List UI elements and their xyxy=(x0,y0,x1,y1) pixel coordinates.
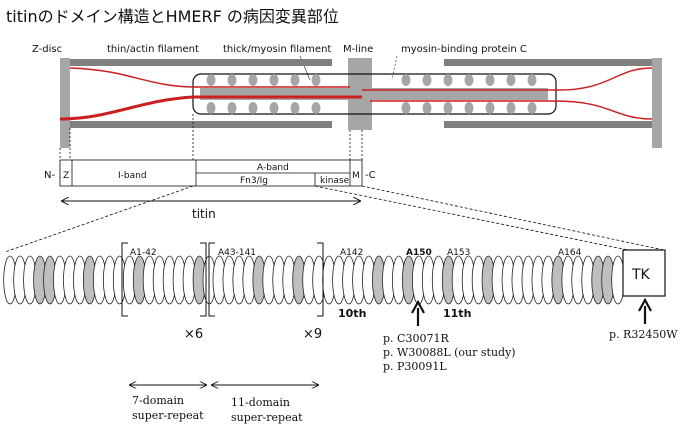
label-fn3-ig: Fn3/Ig xyxy=(240,176,268,186)
myosin-head xyxy=(227,102,237,114)
label-a43-141: A43-141 xyxy=(218,248,256,258)
label-mybp-c: myosin-binding protein C xyxy=(401,44,527,55)
zoom-line-right-2 xyxy=(361,185,665,251)
thin-filament-top-left xyxy=(70,59,332,66)
seven-domain-label-2: super-repeat xyxy=(132,409,204,422)
label-titin: titin xyxy=(192,207,216,221)
tk-box xyxy=(622,249,666,297)
myosin-head xyxy=(269,74,279,86)
band-bar: N- Z I-band A-band Fn3/Ig kinase M -C xyxy=(44,159,376,187)
titin-strand-upper-left xyxy=(69,67,350,88)
label-a1-42: A1-42 xyxy=(130,248,157,258)
a150-mutation-arrowhead xyxy=(411,299,425,314)
myosin-head xyxy=(464,102,474,114)
label-m-line: M-line xyxy=(343,44,373,55)
label-thin-filament: thin/actin filament xyxy=(107,44,199,55)
z-disc-right xyxy=(652,58,662,148)
label-c-terminus: -C xyxy=(365,170,376,181)
myosin-head xyxy=(290,102,300,114)
thin-filament-top-right xyxy=(444,59,652,66)
myosin-head xyxy=(527,74,537,86)
myosin-head xyxy=(269,102,279,114)
eleven-domain-label-2: super-repeat xyxy=(231,411,303,424)
mutation-1: p. C30071R xyxy=(383,332,449,345)
titin-strand-lower-right xyxy=(370,100,653,120)
tk-mutation: p. R32450W xyxy=(609,328,678,341)
myosin-head xyxy=(227,74,237,86)
myosin-head xyxy=(443,74,453,86)
myosin-head xyxy=(485,74,495,86)
z-disc-left xyxy=(60,58,70,148)
label-a-band: A-band xyxy=(257,163,289,173)
zoom-line-left xyxy=(4,185,194,253)
label-10th: 10th xyxy=(338,307,366,320)
titin-strand-upper-right xyxy=(362,67,653,91)
myosin-head xyxy=(422,102,432,114)
mybpc-label-leader xyxy=(391,55,398,81)
myosin-head xyxy=(506,102,516,114)
myosin-head xyxy=(311,102,321,114)
zoom-line-right-1 xyxy=(314,185,629,251)
label-a142: A142 xyxy=(340,248,363,258)
myosin-head xyxy=(464,74,474,86)
myosin-head xyxy=(311,74,321,86)
bracket-a43-right xyxy=(317,242,324,317)
tk-label: TK xyxy=(631,267,651,283)
label-z-band: Z xyxy=(63,171,69,181)
myosin-head xyxy=(506,74,516,86)
label-times-6: ×6 xyxy=(184,327,203,342)
label-thick-filament: thick/myosin filament xyxy=(223,44,331,55)
mutation-3: p. P30091L xyxy=(383,360,447,373)
myosin-head xyxy=(248,74,258,86)
label-11th: 11th xyxy=(443,307,471,320)
myosin-head xyxy=(443,102,453,114)
myosin-head xyxy=(206,102,216,114)
seven-domain-label-1: 7-domain xyxy=(132,394,184,407)
tk-mutation-arrowhead xyxy=(638,297,652,312)
bracket-a43-left xyxy=(208,242,215,317)
label-a164: A164 xyxy=(558,248,582,258)
label-times-9: ×9 xyxy=(303,327,322,342)
mutation-2: p. W30088L (our study) xyxy=(383,346,516,359)
myosin-head xyxy=(527,102,537,114)
label-m-band: M xyxy=(352,171,360,181)
label-a150: A150 xyxy=(406,248,432,258)
bracket-a1-right xyxy=(200,242,207,317)
myosin-head xyxy=(206,74,216,86)
myosin-head xyxy=(290,74,300,86)
myosin-head xyxy=(422,74,432,86)
myosin-head xyxy=(248,102,258,114)
label-n-terminus: N- xyxy=(44,170,55,181)
label-a153: A153 xyxy=(447,248,470,258)
titin-strand-lower-left xyxy=(59,95,362,121)
myosin-head xyxy=(485,102,495,114)
label-i-band: I-band xyxy=(118,171,147,181)
thin-filament-bottom-right xyxy=(444,121,652,128)
bracket-a1-left xyxy=(121,242,128,317)
label-kinase: kinase xyxy=(320,176,350,186)
thin-filament-bottom-left xyxy=(70,121,332,128)
myosin-head xyxy=(401,102,411,114)
eleven-domain-label-1: 11-domain xyxy=(231,396,290,409)
figure-title: titinのドメイン構造とHMERF の病因変異部位 xyxy=(6,7,339,26)
thick-filament-box xyxy=(192,73,557,115)
myosin-head xyxy=(401,74,411,86)
domain-chain xyxy=(3,255,625,305)
myosin-heads xyxy=(206,74,537,114)
sarcomere-schematic xyxy=(59,58,662,148)
label-z-disc: Z-disc xyxy=(32,44,62,55)
